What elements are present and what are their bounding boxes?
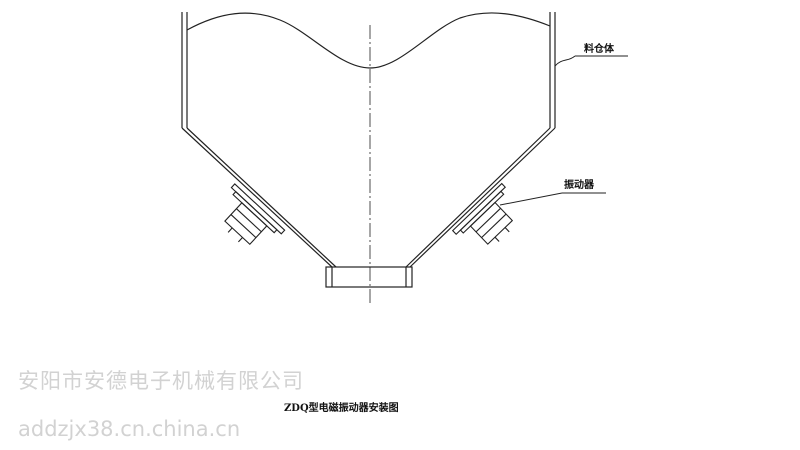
hopper-outline — [181, 12, 556, 268]
drawing-caption: ZDQ型电磁振动器安装图 — [284, 401, 399, 414]
left-vibrator — [224, 183, 286, 246]
vibrator-label: 振动器 — [564, 178, 595, 191]
watermark-company: 安阳市安德电子机械有限公司 — [18, 369, 304, 393]
right-vibrator — [451, 182, 514, 245]
hopper-body-leader — [554, 55, 628, 67]
vibrator-leader — [499, 192, 606, 206]
watermark-url: addzjx38.cn.china.cn — [18, 417, 240, 441]
discharge-outlet — [325, 266, 413, 288]
hopper-body-label: 料仓体 — [584, 42, 615, 55]
